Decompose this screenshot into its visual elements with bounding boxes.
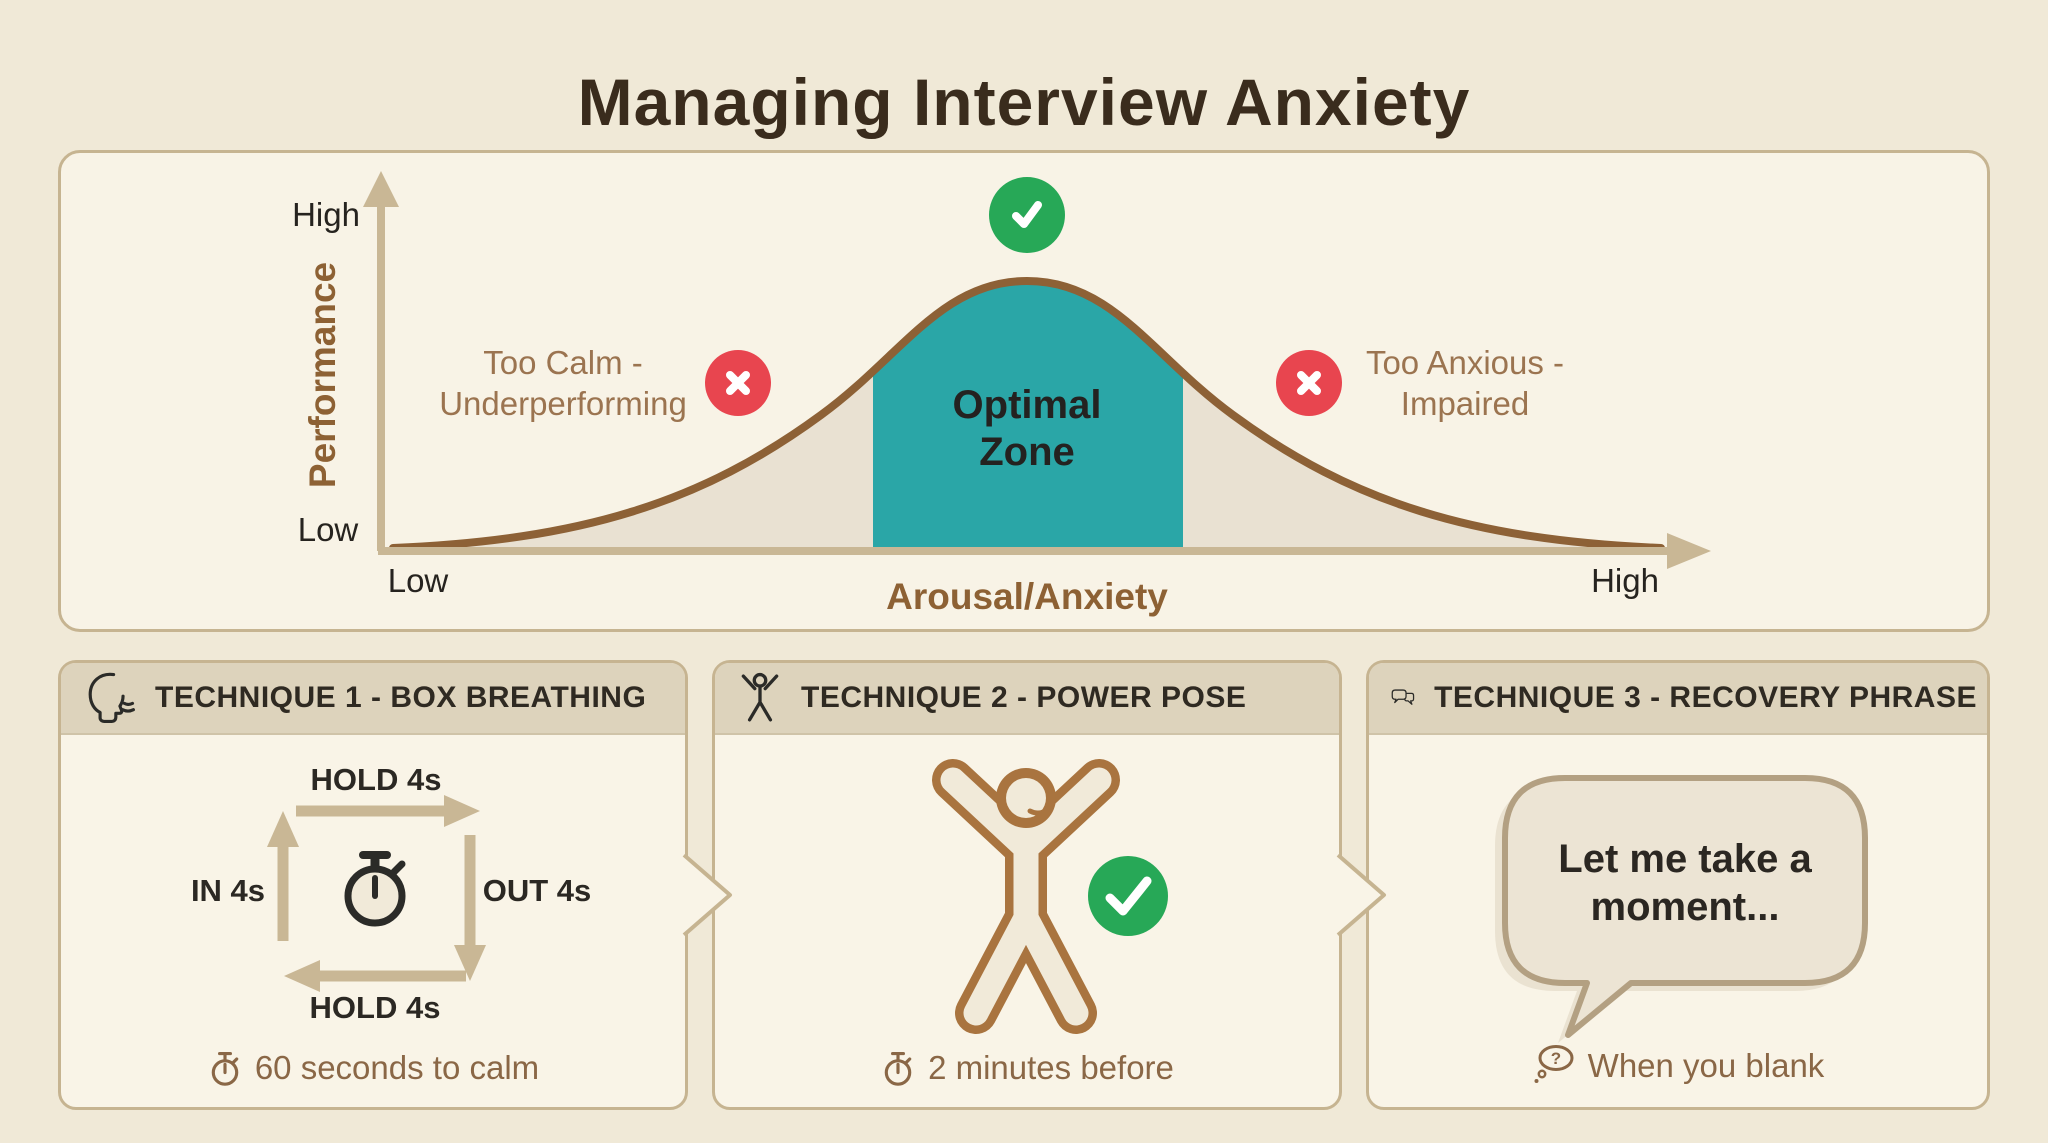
question-mark-glyph: ? [1550,1049,1560,1068]
breath-step-hold-bottom: HOLD 4s [309,990,441,1025]
arrow-down-icon [454,945,486,981]
box-breathing-diagram [267,795,486,992]
technique-card-power-pose: TECHNIQUE 2 - POWER POSE [712,660,1342,1110]
exhaling-face-icon [88,672,135,723]
card2-body: 2 minutes before [715,735,1339,1106]
optimal-zone-line2: Zone [979,430,1075,474]
stopwatch-icon [344,851,406,927]
card3-footer-text: When you blank [1587,1047,1825,1084]
y-axis-label: Performance [302,261,343,489]
y-axis-arrowhead-icon [363,171,399,207]
card3-title: TECHNIQUE 3 - RECOVERY PHRASE [1434,681,1977,714]
card2-footer: 2 minutes before [715,1048,1339,1088]
check-mark-icon [1012,201,1042,228]
arrow-right-icon [444,795,480,827]
card3-footer: ? When you blank [1369,1044,1987,1088]
too-anxious-line2: Impaired [1400,385,1530,422]
too-anxious-annotation: Too Anxious - Impaired [1366,342,1564,424]
x-mark-icon [726,371,750,395]
card1-footer: 60 seconds to calm [61,1048,685,1088]
card3-body: Let me take a moment... ? When you blank [1369,735,1987,1106]
too-calm-line2: Underperforming [439,385,687,422]
too-calm-line1: Too Calm - [483,344,643,381]
card1-body: HOLD 4s IN 4s OUT 4s HOLD 4s 60 seconds … [61,735,685,1106]
arrow-left-icon [284,960,320,992]
technique-card-box-breathing: TECHNIQUE 1 - BOX BREATHING [58,660,688,1110]
y-tick-low: Low [297,511,359,548]
card2-title: TECHNIQUE 2 - POWER POSE [801,681,1247,714]
smile-icon [1027,806,1051,816]
arrow-up-icon [267,811,299,847]
y-tick-high: High [292,196,360,233]
bell-curve-plot [363,171,1711,569]
card2-footer-text: 2 minutes before [928,1049,1174,1086]
stopwatch-icon [211,1052,239,1086]
recovery-phrase-line1: Let me take a [1558,837,1812,881]
power-pose-figure [932,759,1168,1034]
optimal-zone-label: Optimal Zone [953,382,1102,476]
too-calm-annotation: Too Calm - Underperforming [439,342,687,424]
x-tick-high: High [1591,562,1659,599]
x-bad-badge-right [1276,350,1342,416]
bell-curve-line [389,276,1665,552]
card2-header: TECHNIQUE 2 - POWER POSE [715,663,1339,735]
chat-bubbles-icon [1391,689,1415,705]
check-good-badge [989,177,1065,253]
x-axis-label: Arousal/Anxiety [886,576,1168,617]
check-circle-icon [1088,856,1168,936]
card1-title: TECHNIQUE 1 - BOX BREATHING [155,681,647,714]
performance-arousal-chart-panel: High Performance Low Low High Arousal/An… [58,150,1990,632]
card-connector-arrow-icon [682,853,732,937]
x-axis-arrowhead-icon [1667,533,1711,569]
thought-bubble-question-icon: ? [1534,1045,1574,1083]
recovery-phrase-text: Let me take a moment... [1558,835,1811,931]
optimal-zone-line1: Optimal [952,383,1102,427]
technique-card-recovery-phrase: TECHNIQUE 3 - RECOVERY PHRASE Let me tak… [1366,660,1990,1110]
card1-header: TECHNIQUE 1 - BOX BREATHING [61,663,685,735]
x-mark-icon [1297,371,1321,395]
breath-step-out: OUT 4s [482,873,592,908]
card3-header: TECHNIQUE 3 - RECOVERY PHRASE [1369,663,1987,735]
speech-bubble [1495,775,1868,1043]
breath-step-hold-top: HOLD 4s [310,762,442,797]
page-title: Managing Interview Anxiety [577,65,1471,140]
x-bad-badge-left [705,350,771,416]
recovery-phrase-line2: moment... [1590,885,1780,929]
card1-footer-text: 60 seconds to calm [254,1049,540,1086]
power-pose-icon [741,672,779,722]
too-anxious-line1: Too Anxious - [1365,344,1565,381]
stopwatch-icon [884,1052,912,1086]
x-tick-low: Low [387,562,449,599]
breath-step-in: IN 4s [190,873,266,908]
card-connector-arrow-icon [1336,853,1386,937]
